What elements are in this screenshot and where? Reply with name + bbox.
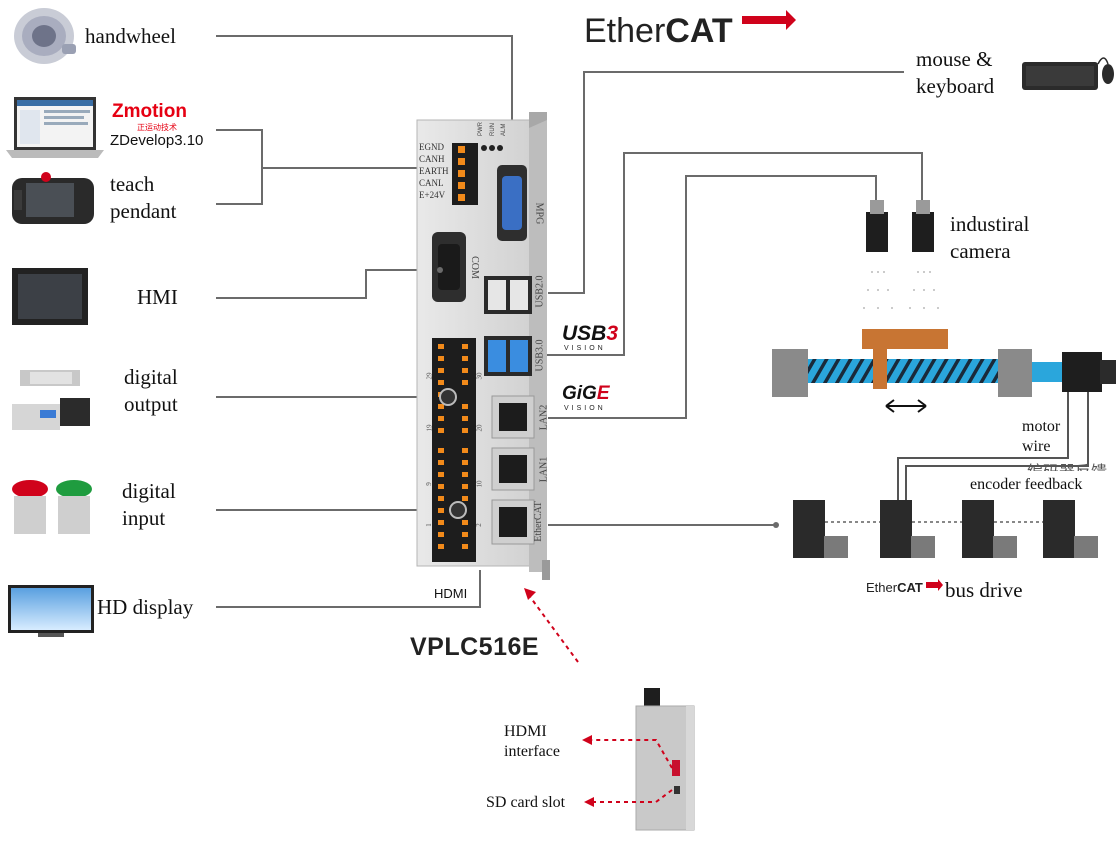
- digital-output-label-2: output: [124, 392, 178, 416]
- digital-output-label-1: digital: [124, 365, 178, 389]
- digital-input-label-2: input: [122, 506, 166, 530]
- zdevelop-line: [216, 129, 421, 169]
- motor-wire-label-2: wire: [1022, 438, 1051, 455]
- linear-axis-image: [772, 329, 1116, 413]
- mouse-keyboard-image: [1022, 57, 1114, 90]
- gige-vision-logo: GiGE: [562, 383, 610, 405]
- motor-wire-lines: [897, 392, 1089, 500]
- mpg-label: MPG: [533, 202, 545, 225]
- teach-pendant-image: [12, 172, 94, 224]
- digital-input-image: [12, 480, 92, 534]
- ethercat-logo-arrow: [742, 10, 796, 30]
- gige-e: E: [596, 383, 610, 404]
- zmotion-logo: Zmotion: [112, 101, 187, 122]
- egnd-label: EGND: [419, 142, 444, 152]
- lan1-label: LAN1: [538, 456, 550, 483]
- industrial-camera-image: [863, 200, 939, 309]
- lan2-line: [548, 175, 877, 419]
- camera-label-2: camera: [950, 239, 1011, 263]
- handwheel-label: handwheel: [85, 24, 176, 48]
- annotation-arrows: [527, 593, 673, 803]
- teach-pendant-label-1: teach: [110, 172, 155, 196]
- teach-line: [216, 168, 263, 205]
- usb3-vision-sub: VISION: [564, 345, 606, 352]
- hmi-line: [216, 269, 440, 299]
- gige-text: GiG: [562, 383, 597, 404]
- led-labels: PWR RUN ALM: [476, 122, 509, 136]
- digital-input-label-1: digital: [122, 479, 176, 503]
- pin-19: 19: [425, 424, 434, 432]
- pin-1: 1: [424, 523, 433, 527]
- lan2-label: LAN2: [538, 404, 550, 431]
- gige-vision-sub: VISION: [564, 405, 606, 412]
- port-block-labels: EGND CANH EARTH CANL E+24V: [419, 141, 448, 201]
- pin-30: 30: [475, 372, 484, 380]
- digital-output-image: [12, 370, 90, 430]
- sd-card-label: SD card slot: [486, 794, 566, 811]
- camera-label-1: industiral: [950, 212, 1030, 236]
- hdmi-interface-label-1: HDMI: [504, 723, 547, 740]
- mouse-keyboard-label-1: mouse &: [916, 47, 993, 71]
- ethercat-small-text: Ether: [866, 580, 898, 595]
- pin-29: 29: [425, 372, 434, 380]
- earth-label: EARTH: [419, 166, 449, 176]
- mouse-keyboard-label-2: keyboard: [916, 74, 995, 98]
- bus-drive-label: bus drive: [945, 578, 1023, 602]
- encoder-feedback-cn-label: 编码器反馈: [1027, 462, 1107, 471]
- ethercat-logo: EtherCAT: [584, 12, 733, 51]
- usb-number: 3: [606, 322, 619, 345]
- pin-2: 2: [474, 523, 483, 527]
- handwheel-image: [14, 8, 76, 64]
- ethercat-small-bold: CAT: [897, 580, 923, 595]
- hdmi-interface-label-2: interface: [504, 743, 560, 760]
- pin-10: 10: [475, 480, 484, 488]
- hmi-image: [12, 268, 88, 325]
- vplc516e-controller: [416, 112, 550, 580]
- ethercat-port-label: EtherCAT: [532, 501, 544, 542]
- product-title: VPLC516E: [410, 633, 540, 661]
- hd-line: [216, 570, 481, 608]
- mouse-line: [548, 71, 904, 294]
- annotation-arrowheads: [524, 588, 594, 807]
- laptop-image: [6, 97, 104, 158]
- teach-pendant-label-2: pendant: [110, 199, 177, 223]
- hd-display-label: HD display: [97, 595, 194, 619]
- canl-label: CANL: [419, 178, 444, 188]
- connection-lines: [216, 35, 923, 608]
- ethercat-small-arrow: [926, 579, 943, 591]
- ethercat-logo-bold: CAT: [665, 12, 733, 50]
- usb3-label: USB3.0: [534, 339, 546, 372]
- pin-9: 9: [424, 482, 433, 486]
- canh-label: CANH: [419, 154, 445, 164]
- com-label: COM: [468, 256, 480, 279]
- e24v-label: E+24V: [419, 190, 446, 200]
- usb-text: USB: [562, 322, 607, 345]
- pwr-led-label: PWR: [478, 122, 484, 136]
- hd-display-image: [8, 585, 94, 637]
- run-led-label: RUN: [489, 123, 496, 136]
- zmotion-logo-sub: 正运动技术: [137, 123, 177, 132]
- alm-led-label: ALM: [501, 123, 508, 136]
- usb3-vision-logo: USB3: [562, 322, 618, 346]
- zdevelop-label: ZDevelop3.10: [110, 132, 204, 149]
- ethercat-small-logo: EtherCAT: [866, 580, 923, 595]
- pin-20: 20: [475, 424, 484, 432]
- encoder-feedback-label: encoder feedback: [970, 476, 1083, 493]
- motor-wire-label-1: motor: [1022, 418, 1061, 435]
- ethercat-logo-text: Ether: [584, 12, 666, 50]
- bus-drives-image: [773, 500, 1098, 558]
- hmi-label: HMI: [137, 285, 178, 309]
- controller-side-view: [635, 688, 695, 831]
- usb2-label: USB2.0: [534, 275, 546, 308]
- hdmi-port-label: HDMI: [434, 586, 468, 601]
- usb3-line: [540, 152, 923, 356]
